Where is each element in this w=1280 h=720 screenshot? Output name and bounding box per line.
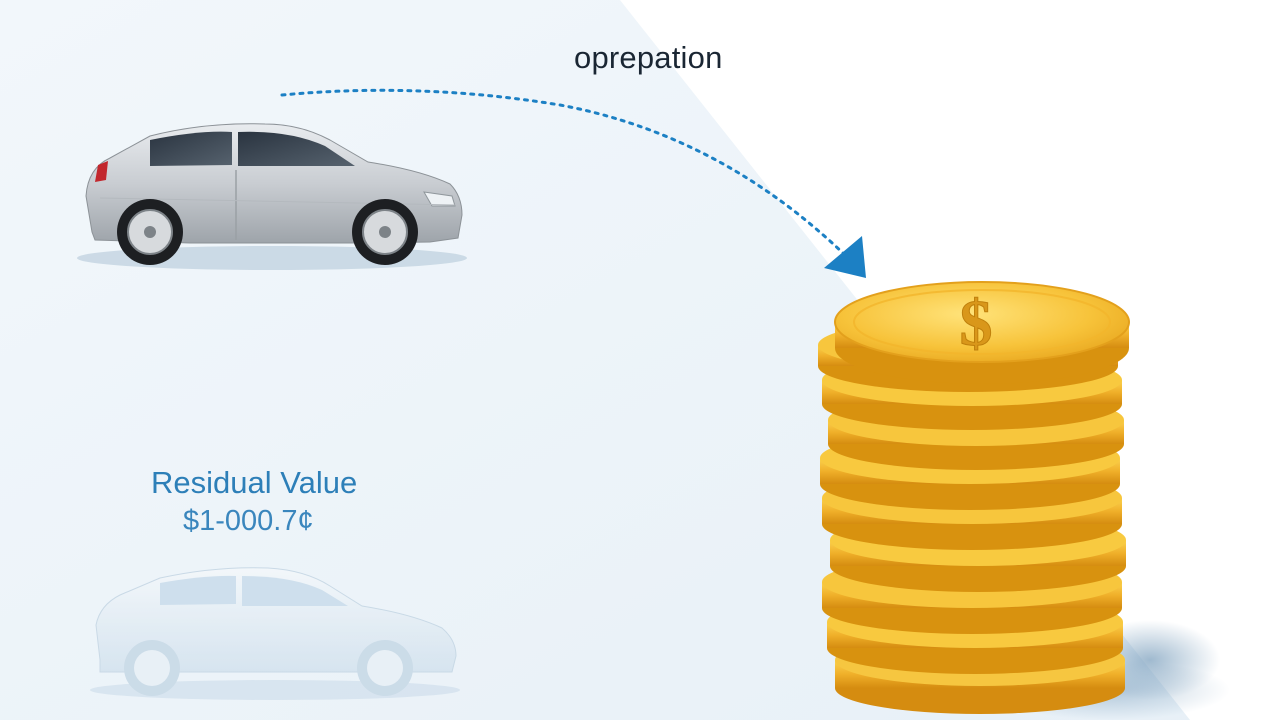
faded-car-icon bbox=[90, 567, 460, 700]
depreciation-caption: oprepation bbox=[574, 40, 723, 75]
residual-value-label: Residual Value bbox=[151, 465, 358, 500]
coin-stack-icon: $ bbox=[818, 281, 1230, 720]
new-car-icon bbox=[77, 123, 467, 270]
top-coin: $ bbox=[834, 281, 1130, 384]
depreciation-arrow-icon bbox=[280, 88, 866, 278]
residual-value-amount: $1-000.7¢ bbox=[183, 505, 314, 537]
dollar-sign-icon: $ bbox=[960, 287, 993, 360]
